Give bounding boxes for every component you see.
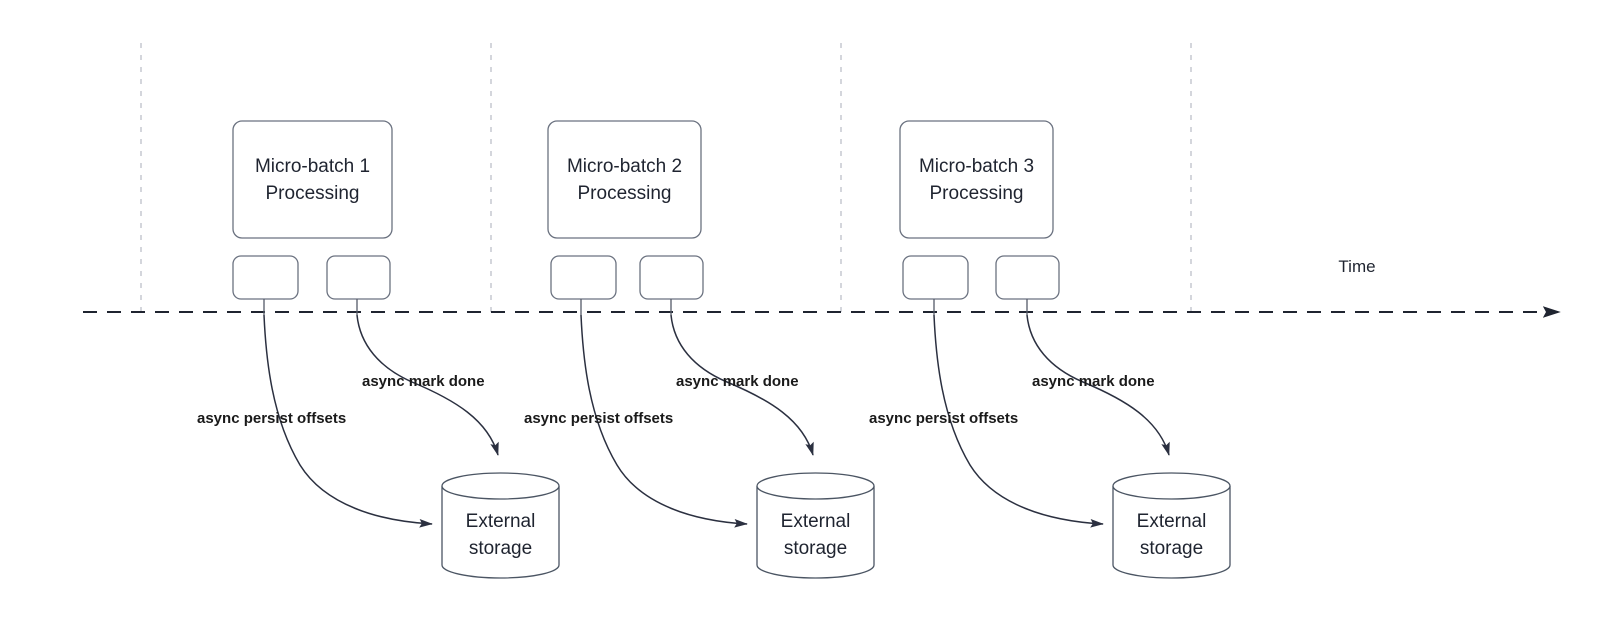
micro-batch-1-persist-task-box[interactable] [232, 255, 299, 300]
external-storage-1[interactable]: External storage [441, 472, 560, 579]
external-storage-2-label-line2: storage [784, 538, 847, 559]
edge-label-async-mark-done-1: async mark done [362, 373, 485, 390]
micro-batch-2-persist-task-box[interactable] [550, 255, 617, 300]
external-storage-2-top [756, 472, 875, 500]
edge-async-persist-offsets-1 [263, 314, 433, 528]
micro-batch-1-processing-label-line2: Processing [266, 183, 360, 204]
micro-batch-2-processing-box[interactable] [547, 120, 702, 239]
external-storage-3[interactable]: External storage [1112, 472, 1231, 579]
micro-batch-group-2: Micro-batch 2 Processing External storag… [524, 120, 875, 579]
edge-label-async-mark-done-3: async mark done [1032, 373, 1155, 390]
edge-async-persist-offsets-2 [580, 314, 748, 528]
time-axis: Time [83, 257, 1561, 318]
edge-async-mark-done-2 [670, 314, 814, 456]
edge-async-mark-done-3 [1026, 314, 1170, 456]
micro-batch-2-processing-label-line2: Processing [578, 183, 672, 204]
external-storage-1-label-line1: External [466, 511, 536, 532]
external-storage-3-label-line2: storage [1140, 538, 1203, 559]
micro-batch-3-persist-task-box[interactable] [902, 255, 969, 300]
micro-batch-2-mark-done-task-box[interactable] [639, 255, 704, 300]
external-storage-1-label-line2: storage [469, 538, 532, 559]
edge-async-persist-offsets-3 [933, 314, 1104, 528]
micro-batch-group-1: Micro-batch 1 Processing External storag… [197, 120, 560, 579]
edge-label-async-persist-offsets-3: async persist offsets [869, 410, 1018, 427]
external-storage-3-label-line1: External [1137, 511, 1207, 532]
external-storage-1-body [441, 486, 560, 579]
edge-label-async-persist-offsets-2: async persist offsets [524, 410, 673, 427]
micro-batch-3-mark-done-task-box[interactable] [995, 255, 1060, 300]
external-storage-3-top [1112, 472, 1231, 500]
micro-batch-group-3: Micro-batch 3 Processing External storag… [869, 120, 1231, 579]
micro-batch-1-processing-box[interactable] [232, 120, 393, 239]
micro-batch-3-processing-box[interactable] [899, 120, 1054, 239]
external-storage-1-top [441, 472, 560, 500]
external-storage-2[interactable]: External storage [756, 472, 875, 579]
time-axis-label: Time [1338, 257, 1375, 276]
micro-batch-3-processing-label-line2: Processing [930, 183, 1024, 204]
micro-batch-2-processing-label-line1: Micro-batch 2 [567, 156, 682, 177]
micro-batch-3-processing-label-line1: Micro-batch 3 [919, 156, 1034, 177]
external-storage-3-body [1112, 486, 1231, 579]
external-storage-2-body [756, 486, 875, 579]
micro-batch-1-mark-done-task-box[interactable] [326, 255, 391, 300]
external-storage-2-label-line1: External [781, 511, 851, 532]
edge-async-mark-done-1 [356, 314, 499, 456]
micro-batch-1-processing-label-line1: Micro-batch 1 [255, 156, 370, 177]
edge-label-async-mark-done-2: async mark done [676, 373, 799, 390]
edge-label-async-persist-offsets-1: async persist offsets [197, 410, 346, 427]
separator-lines [140, 43, 1192, 312]
